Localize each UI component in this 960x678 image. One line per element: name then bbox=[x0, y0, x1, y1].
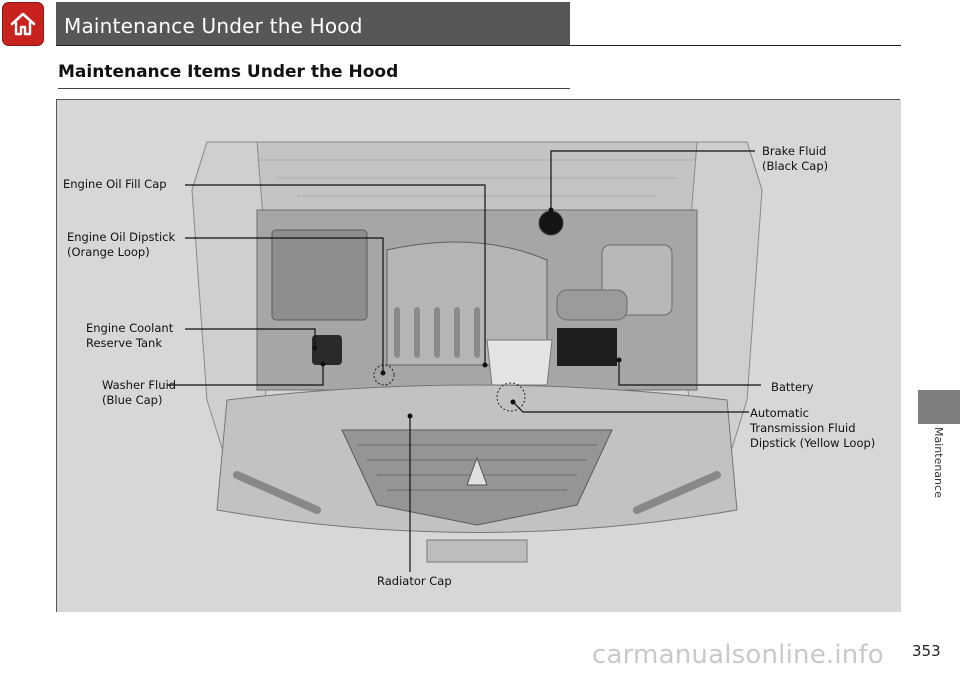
brake-fluid-cap bbox=[538, 210, 564, 236]
battery bbox=[557, 328, 617, 366]
callout-engine-coolant: Engine Coolant Reserve Tank bbox=[86, 321, 174, 350]
callout-radiator-cap: Radiator Cap bbox=[377, 574, 452, 588]
engine-cover bbox=[386, 241, 548, 366]
header-band bbox=[56, 2, 570, 46]
side-tab-label: Maintenance bbox=[932, 427, 945, 498]
callout-washer-fluid: Washer Fluid (Blue Cap) bbox=[102, 378, 177, 407]
engine-bay-illustration bbox=[167, 141, 763, 572]
section-title: Maintenance Items Under the Hood bbox=[58, 62, 399, 82]
callout-brake-fluid: Brake Fluid (Black Cap) bbox=[762, 144, 829, 173]
coolant-tank bbox=[312, 335, 342, 365]
engine-bay-figure: Brake Fluid (Black Cap) Engine Oil Fill … bbox=[56, 100, 901, 612]
callout-battery: Battery bbox=[771, 380, 814, 394]
page-number: 353 bbox=[912, 642, 941, 660]
section-rule bbox=[58, 88, 570, 89]
watermark: carmanualsonline.info bbox=[592, 640, 884, 670]
side-tab-marker[interactable] bbox=[918, 390, 960, 424]
callout-engine-oil-fill-cap: Engine Oil Fill Cap bbox=[63, 177, 167, 191]
callout-atf-dipstick: Automatic Transmission Fluid Dipstick (Y… bbox=[750, 406, 876, 450]
figure-top-rule bbox=[56, 99, 900, 100]
callout-engine-oil-dipstick: Engine Oil Dipstick (Orange Loop) bbox=[67, 230, 176, 259]
home-button[interactable] bbox=[2, 2, 44, 46]
page-title: Maintenance Under the Hood bbox=[64, 14, 363, 38]
home-icon bbox=[10, 12, 36, 36]
header-rule bbox=[56, 45, 901, 46]
